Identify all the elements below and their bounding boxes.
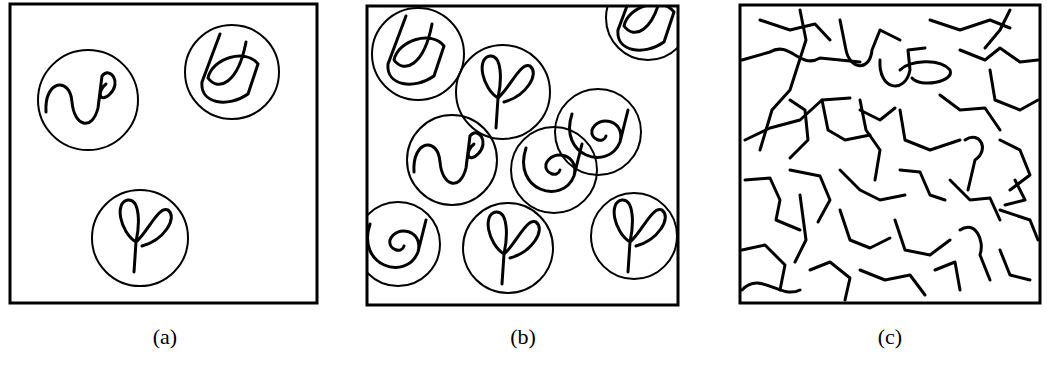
polymer-drawing-part [895,220,950,255]
polymer-drawing-part [372,8,464,100]
polymer-drawing-part [960,227,990,280]
polymer-drawing-part [742,283,800,292]
polymer-drawing-part [1000,210,1038,240]
polymer-drawing-part [840,20,900,66]
polymer-drawing-part [935,262,960,290]
polymer-drawing-part [591,193,677,279]
panel-label: (c) [878,326,902,348]
polymer-drawing-part [388,16,444,84]
polymer-drawing-part [488,212,539,284]
polymer-drawing-part [985,10,1010,48]
polymer-drawing-part [1000,250,1030,280]
polymer-drawing-part [524,144,582,191]
polymer-drawing-part [414,133,483,183]
polymer-drawing-part [367,6,678,293]
panel-c [740,5,1040,303]
polymer-drawing-part [740,5,1040,303]
polymer-drawing-part [618,6,674,50]
polymer-drawing-part [614,200,665,272]
polymer-drawing-part [606,6,678,60]
panel-label: (a) [153,326,177,348]
polymer-drawing-part [463,203,553,293]
polymer-drawing-part [760,20,830,40]
panel-b [356,0,690,305]
polymer-drawing-part [790,100,808,158]
polymer-drawing-part [1005,180,1025,205]
polymer-drawing-part [795,195,806,262]
polymer-drawing-part [456,45,550,139]
panel-label: (b) [510,326,536,348]
panel-a [10,4,317,303]
polymer-drawing-part [367,202,440,286]
polymer-drawing-part [790,170,830,222]
polymer-drawing-part [900,170,945,200]
polymer-drawing-part [185,25,279,119]
polymer-drawing-part [482,56,533,128]
polymer-drawing-part [990,70,1038,110]
polymer-drawing-part [960,48,1038,62]
polymer-drawing-part [368,220,426,267]
polymer-drawing-part [900,110,960,150]
polymer-drawing-part [38,50,138,150]
polymer-drawing-part [840,170,905,200]
polymer-drawing-part [950,180,1000,220]
polymer-drawing-part [555,89,641,175]
polymer-drawing-part [930,20,1010,30]
polymer-drawing-part [92,190,188,286]
polymer-drawing-part [407,115,497,205]
polymer-drawing-part [202,34,258,102]
polymer-drawing-part [10,4,317,303]
polymer-drawing-part [860,108,895,120]
polymer-drawing-part [511,127,597,213]
polymer-drawing-part [860,270,925,295]
polymer-drawing-part [367,6,678,305]
polymer-drawing-part [940,95,1000,130]
polymer-drawing-part [965,137,982,190]
polymer-drawing-part [120,200,171,272]
polymer-drawing-part [810,262,850,300]
polymer-drawing-part [46,73,115,123]
polymer-drawing-part [840,210,890,248]
polymer-drawing-part [742,10,1038,300]
polymer-drawing-part [900,62,950,83]
polymer-drawing-part [745,178,800,230]
